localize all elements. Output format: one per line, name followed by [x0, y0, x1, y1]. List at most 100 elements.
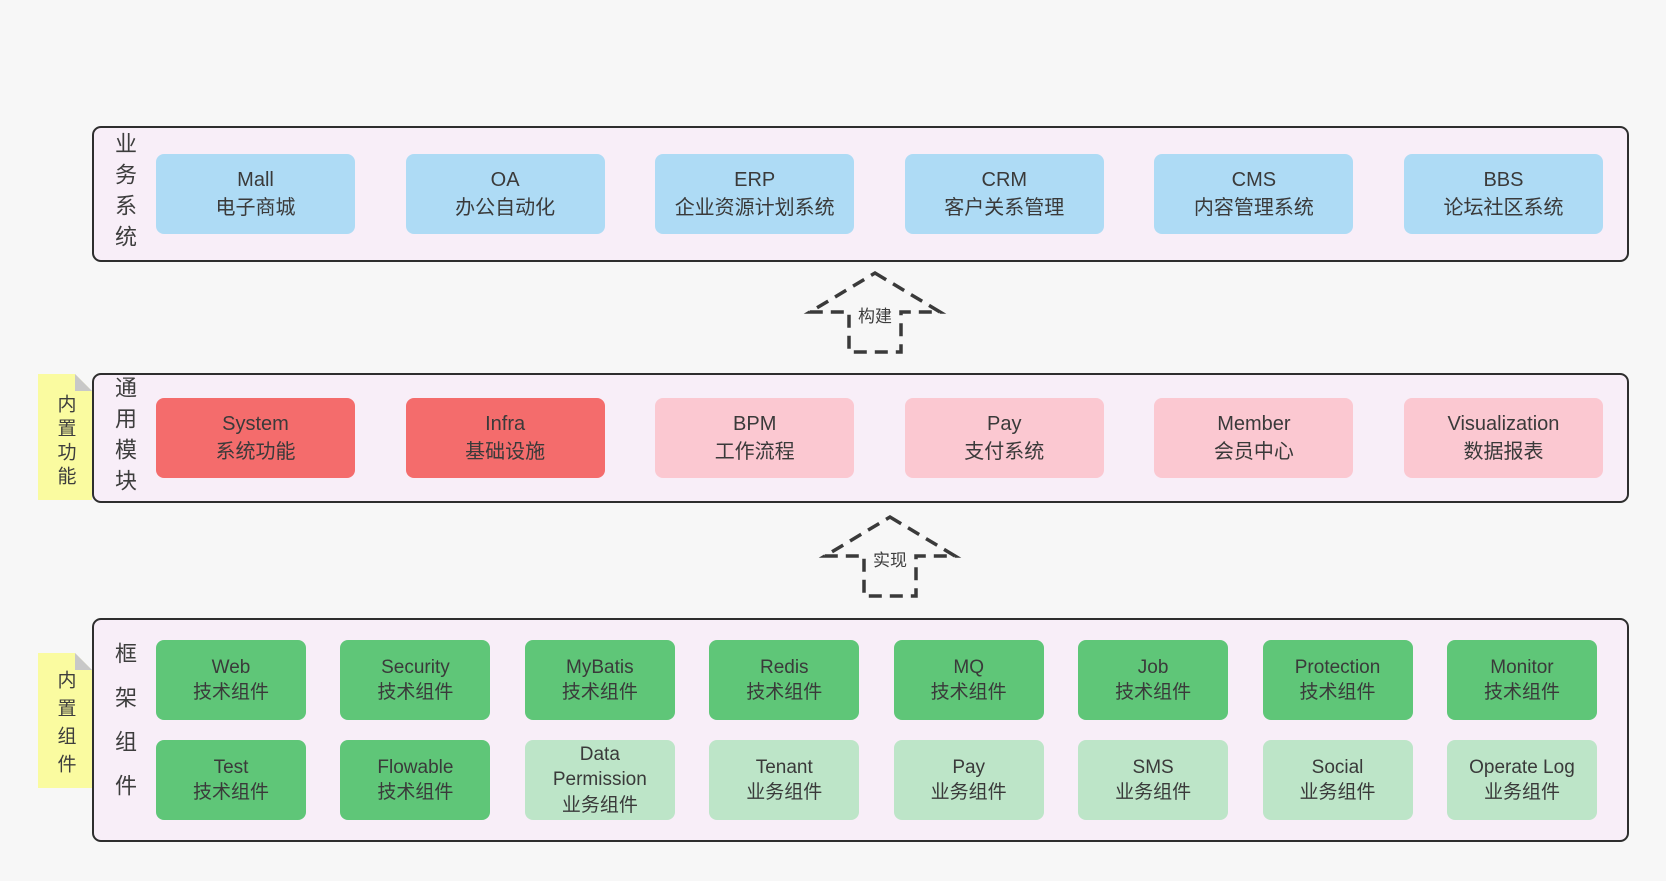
node-subtitle: 支付系统	[964, 441, 1045, 463]
node-flowable: Flowable 技术组件	[340, 740, 491, 820]
layer-label-text: 框架组件	[112, 642, 137, 818]
node-test: Test 技术组件	[156, 740, 306, 820]
node-subtitle: 客户关系管理	[944, 197, 1065, 219]
layer-common-modules: 通用模块 System 系统功能 Infra 基础设施 BPM 工作流程 Pay…	[92, 373, 1629, 503]
node-title: Test	[213, 756, 249, 778]
node-subtitle: 技术组件	[377, 682, 454, 703]
node-title: Redis	[759, 656, 809, 678]
node-title: Web	[211, 656, 251, 678]
node-subtitle: 业务组件	[561, 794, 638, 816]
node-title: CMS	[1231, 169, 1277, 191]
node-oa: OA 办公自动化	[405, 154, 605, 234]
node-title: MyBatis	[566, 656, 634, 678]
node-title: BBS	[1483, 169, 1524, 191]
node-data-permission: Data Permission 业务组件	[524, 740, 675, 820]
node-pay: Pay 支付系统	[904, 398, 1104, 478]
node-subtitle: 论坛社区系统	[1443, 197, 1564, 219]
node-subtitle: 技术组件	[1299, 682, 1376, 703]
layer-label: 业务系统	[94, 128, 154, 260]
node-subtitle: 技术组件	[561, 682, 638, 703]
node-subtitle: 技术组件	[746, 682, 823, 703]
node-title: ERP	[734, 169, 776, 191]
node-bpm: BPM 工作流程	[655, 398, 855, 478]
node-subtitle: 业务组件	[1115, 782, 1192, 803]
node-title: Job	[1137, 656, 1169, 678]
node-subtitle: 技术组件	[192, 682, 269, 703]
implement-arrow-label: 实现	[873, 551, 907, 570]
sticky-note-built-in-functions: 内置功能	[38, 374, 92, 500]
node-cms: CMS 内容管理系统	[1154, 154, 1354, 234]
layer-framework-components: 框架组件 Web 技术组件 Security 技术组件 MyBatis 技术组件…	[92, 618, 1629, 842]
component-row-2: Test 技术组件 Flowable 技术组件 Data Permission …	[156, 740, 1597, 820]
node-visualization: Visualization 数据报表	[1403, 398, 1603, 478]
node-subtitle: 业务组件	[1299, 782, 1376, 803]
sticky-note-label: 内置组件	[54, 669, 76, 782]
layer-label: 通用模块	[94, 375, 154, 501]
node-mall: Mall 电子商城	[156, 154, 355, 234]
node-title: OA	[490, 169, 520, 191]
layer-content: Web 技术组件 Security 技术组件 MyBatis 技术组件 Redi…	[156, 620, 1597, 840]
node-title: MQ	[953, 656, 984, 678]
node-subtitle: 办公自动化	[455, 197, 556, 219]
node-title: Data Permission	[552, 744, 647, 791]
node-title: Infra	[485, 413, 526, 435]
node-subtitle: 技术组件	[1483, 682, 1560, 703]
node-member: Member 会员中心	[1154, 398, 1354, 478]
node-job: Job 技术组件	[1078, 640, 1229, 720]
node-web: Web 技术组件	[156, 640, 306, 720]
node-title: SMS	[1132, 756, 1174, 778]
build-arrow-label: 构建	[858, 307, 892, 326]
sticky-note-built-in-components: 内置组件	[38, 653, 92, 788]
node-subtitle: 工作流程	[714, 441, 795, 463]
node-title: Operate Log	[1469, 756, 1575, 778]
sticky-note-label: 内置功能	[54, 394, 76, 490]
layer-content: System 系统功能 Infra 基础设施 BPM 工作流程 Pay 支付系统…	[156, 375, 1603, 501]
build-arrow-icon: 构建	[803, 270, 947, 354]
node-protection: Protection 技术组件	[1262, 640, 1413, 720]
component-row-1: Web 技术组件 Security 技术组件 MyBatis 技术组件 Redi…	[156, 640, 1597, 720]
node-operate-log: Operate Log 业务组件	[1446, 740, 1597, 820]
node-title: Security	[381, 656, 450, 678]
node-social: Social 业务组件	[1262, 740, 1413, 820]
node-title: Pay	[987, 413, 1022, 435]
node-crm: CRM 客户关系管理	[904, 154, 1104, 234]
node-subtitle: 企业资源计划系统	[674, 197, 835, 219]
node-system: System 系统功能	[156, 398, 355, 478]
node-subtitle: 会员中心	[1213, 441, 1294, 463]
node-subtitle: 技术组件	[192, 782, 269, 803]
node-subtitle: 业务组件	[746, 782, 823, 803]
node-security: Security 技术组件	[340, 640, 491, 720]
node-title: Mall	[237, 169, 274, 191]
node-subtitle: 数据报表	[1463, 441, 1544, 463]
node-title: Monitor	[1490, 656, 1554, 678]
node-subtitle: 基础设施	[465, 441, 546, 463]
node-subtitle: 技术组件	[930, 682, 1007, 703]
node-pay-component: Pay 业务组件	[893, 740, 1044, 820]
layer-business-systems: 业务系统 Mall 电子商城 OA 办公自动化 ERP 企业资源计划系统 CRM…	[92, 126, 1629, 262]
node-tenant: Tenant 业务组件	[709, 740, 860, 820]
layer-label: 框架组件	[94, 620, 154, 840]
layer-label-text: 通用模块	[112, 376, 137, 500]
node-subtitle: 技术组件	[377, 782, 454, 803]
node-title: Visualization	[1447, 413, 1560, 435]
implement-arrow-icon: 实现	[818, 514, 962, 598]
node-subtitle: 技术组件	[1115, 682, 1192, 703]
node-redis: Redis 技术组件	[709, 640, 860, 720]
node-title: Member	[1217, 413, 1291, 435]
node-title: Social	[1311, 756, 1364, 778]
layer-content: Mall 电子商城 OA 办公自动化 ERP 企业资源计划系统 CRM 客户关系…	[156, 128, 1603, 260]
node-title: Flowable	[377, 756, 454, 778]
layer-label-text: 业务系统	[112, 132, 137, 256]
node-title: Pay	[952, 756, 986, 778]
node-subtitle: 电子商城	[215, 197, 296, 219]
node-mq: MQ 技术组件	[893, 640, 1044, 720]
node-title: BPM	[733, 413, 777, 435]
node-bbs: BBS 论坛社区系统	[1403, 154, 1603, 234]
node-subtitle: 业务组件	[930, 782, 1007, 803]
node-sms: SMS 业务组件	[1078, 740, 1229, 820]
node-title: Tenant	[755, 756, 813, 778]
node-subtitle: 系统功能	[215, 441, 296, 463]
node-subtitle: 业务组件	[1483, 782, 1560, 803]
node-title: Protection	[1294, 656, 1381, 678]
node-monitor: Monitor 技术组件	[1446, 640, 1597, 720]
